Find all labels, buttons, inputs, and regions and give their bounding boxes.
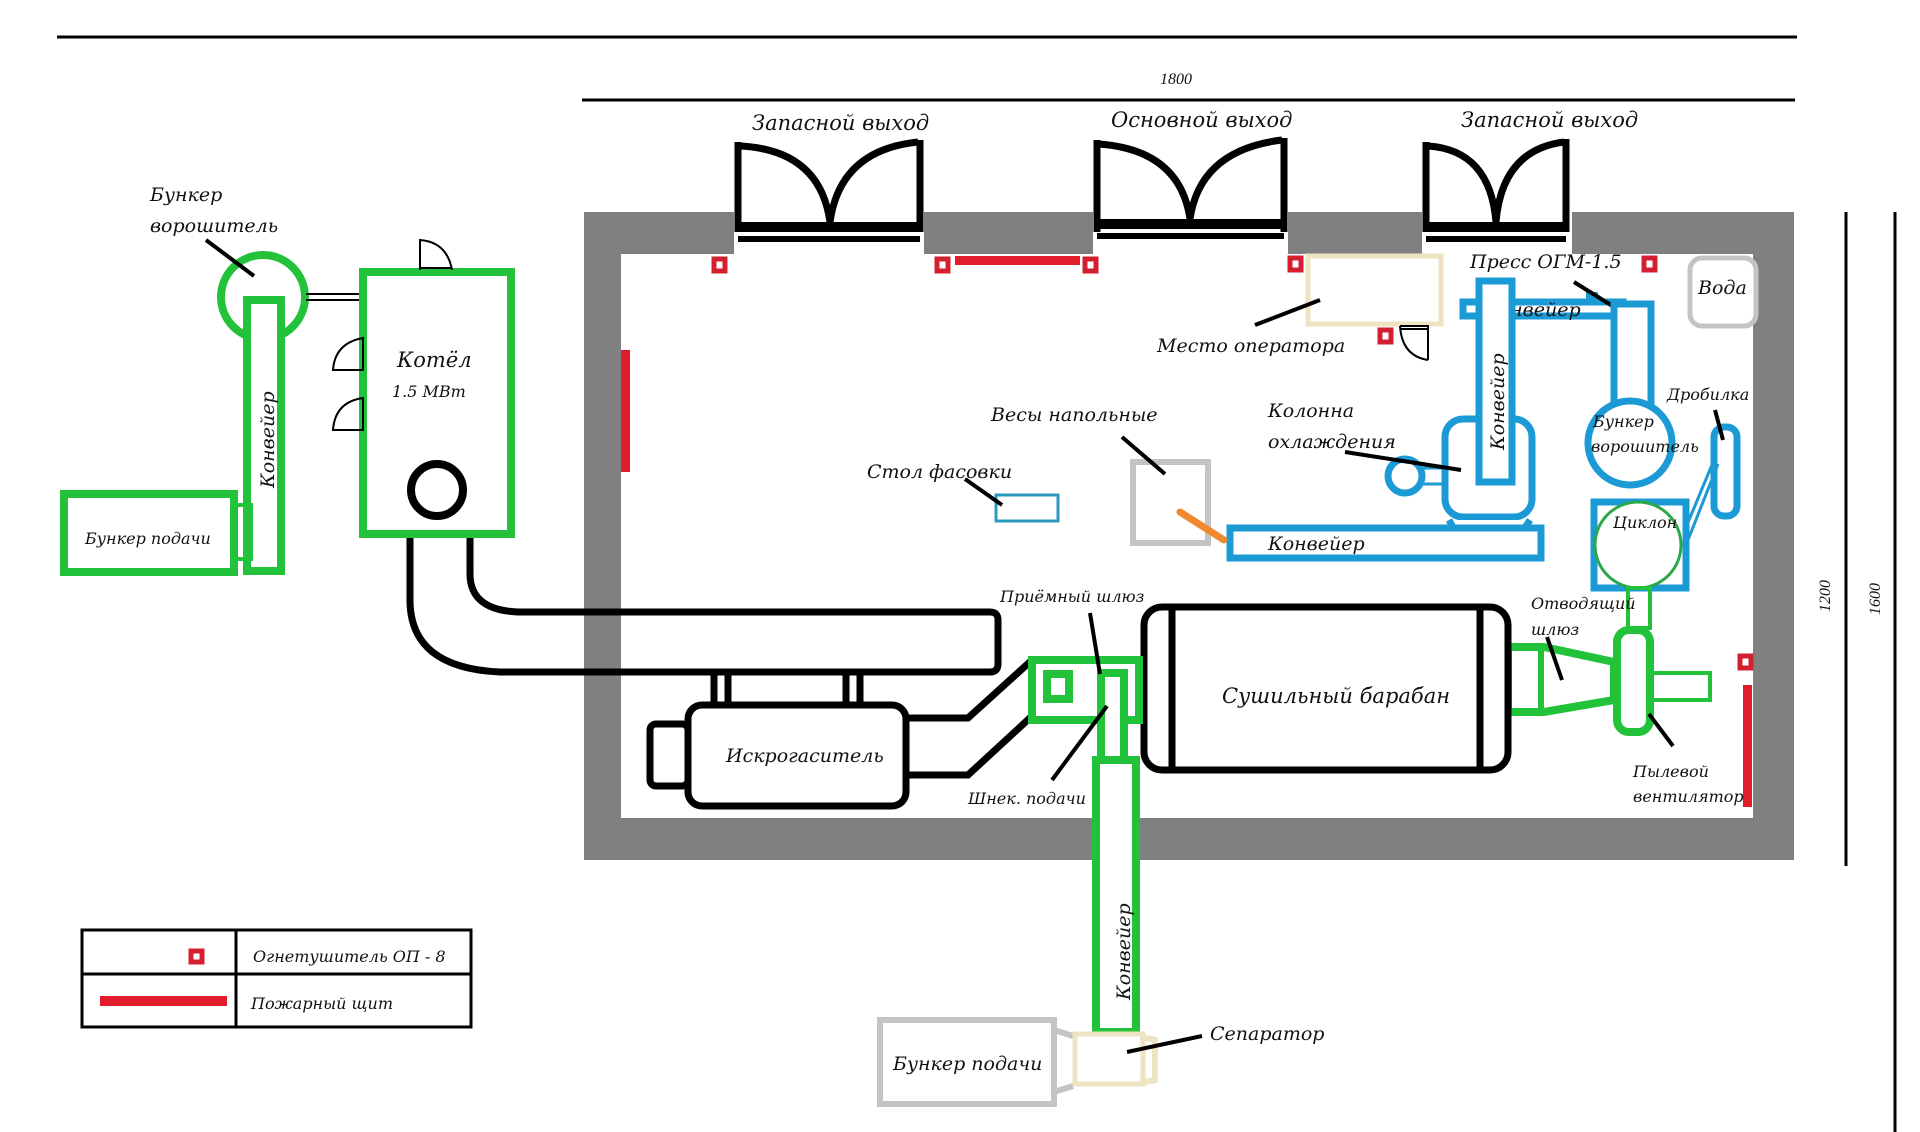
intake-lock-label: Приёмный шлюз: [999, 587, 1144, 606]
operator-door-icon: [1399, 325, 1429, 361]
boiler-power-label: 1.5 МВт: [392, 382, 466, 401]
crusher: [1710, 423, 1741, 520]
feed-auger-label: Шнек. подачи: [967, 789, 1086, 808]
interior-agitator-bunker: [1584, 300, 1676, 489]
fire-extinguisher-icon: [711, 256, 728, 274]
hot-gas-duct: [406, 538, 1002, 676]
exit-label-main: Основной выход: [1111, 108, 1292, 132]
outside-left-conveyor: [243, 296, 285, 575]
packing-table-label: Стол фасовки: [867, 461, 1012, 483]
inner-height-dimension-label: 1200: [1817, 580, 1834, 612]
interior-agitator-label-1: Бункер: [1592, 412, 1654, 431]
outlet-lock-label-1: Отводящий: [1531, 594, 1636, 613]
drying-drum-label: Сушильный барабан: [1222, 684, 1450, 708]
packing-table: [994, 493, 1060, 523]
cooling-column-label-2: охлаждения: [1268, 431, 1396, 453]
dust-fan-label-1: Пылевой: [1632, 762, 1709, 781]
separator: [1072, 1031, 1158, 1087]
separator-label: Сепаратор: [1210, 1023, 1324, 1045]
scales-link: [1176, 508, 1228, 544]
dust-fan: [1613, 586, 1712, 736]
fire-extinguisher-icon: [934, 256, 951, 274]
cooling-column-label-1: Колонна: [1267, 400, 1354, 422]
water-label: Вода: [1697, 277, 1747, 299]
interior-agitator-label-2: ворошитель: [1591, 437, 1699, 456]
vertical-conveyor: [1475, 277, 1516, 486]
outside-bottom-feed-bunker: [877, 1017, 1074, 1107]
boiler-door-side-icon: [331, 336, 364, 431]
outside-left-feed-bunker-label: Бункер подачи: [84, 529, 211, 548]
dust-fan-label-2: вентилятор: [1633, 787, 1744, 806]
fire-extinguisher-icon: [1737, 653, 1754, 671]
bottom-conveyor-label: Конвейер: [1267, 533, 1365, 555]
operator-place: [1305, 253, 1444, 327]
boiler-door-top-icon: [419, 238, 453, 271]
operator-place-label: Место оператора: [1156, 335, 1345, 357]
exit-door-right[interactable]: [1422, 138, 1572, 254]
cyclone-label: Циклон: [1612, 513, 1677, 532]
legend-label-panel: Пожарный щит: [250, 994, 393, 1013]
feed-auger: [1097, 669, 1128, 765]
outside-bottom-conveyor: [1092, 756, 1140, 1036]
spark-arrester-label: Искрогаситель: [725, 745, 884, 767]
fire-panel-icon: [955, 256, 1080, 265]
press-label: Пресс ОГМ-1.5: [1469, 251, 1622, 273]
legend: Огнетушитель ОП - 8 Пожарный щит: [80, 928, 473, 1029]
exit-label-right: Запасной выход: [1461, 108, 1638, 132]
outside-agitator-label-1: Бункер: [149, 184, 222, 206]
crusher-label: Дробилка: [1666, 385, 1749, 404]
cyclone: [1590, 459, 1720, 592]
legend-fire-extinguisher-icon: [188, 948, 205, 965]
legend-fire-panel-icon: [100, 996, 227, 1006]
outside-left-conveyor-label: Конвейер: [257, 391, 279, 489]
outer-height-dimension-label: 1600: [1867, 583, 1884, 615]
outside-left-feed-bunker: [60, 490, 253, 576]
outlet-lock-label-2: шлюз: [1531, 620, 1579, 639]
width-dimension-label: 1800: [1160, 71, 1192, 88]
exit-door-main[interactable]: [1093, 136, 1288, 254]
fire-extinguisher-icon: [1287, 255, 1304, 273]
spark-arrester: [646, 657, 1035, 810]
drying-drum: [1140, 603, 1512, 774]
agitator-boiler-link: [306, 293, 360, 301]
bottom-conveyor: [1226, 524, 1545, 562]
boiler-label: Котёл: [396, 348, 472, 372]
floor-scales: [1130, 459, 1211, 546]
outside-bottom-conveyor-label: Конвейер: [1113, 903, 1135, 1001]
vertical-conveyor-label: Конвейер: [1487, 353, 1509, 451]
floor-scales-label: Весы напольные: [990, 404, 1158, 426]
outside-bottom-feed-bunker-label: Бункер подачи: [892, 1053, 1042, 1075]
fire-panel-icon: [621, 350, 630, 472]
fire-extinguisher-icon: [1082, 256, 1099, 274]
fire-panel-icon: [1743, 685, 1752, 807]
fire-extinguisher-icon: [1641, 255, 1658, 273]
boiler: [359, 268, 515, 538]
legend-label-extinguisher: Огнетушитель ОП - 8: [253, 947, 446, 966]
fire-extinguisher-icon: [1377, 327, 1394, 345]
water-tank: [1687, 255, 1759, 329]
exit-door-left[interactable]: [734, 138, 924, 254]
outside-agitator-label-2: ворошитель: [150, 215, 278, 237]
exit-label-left: Запасной выход: [752, 111, 929, 135]
